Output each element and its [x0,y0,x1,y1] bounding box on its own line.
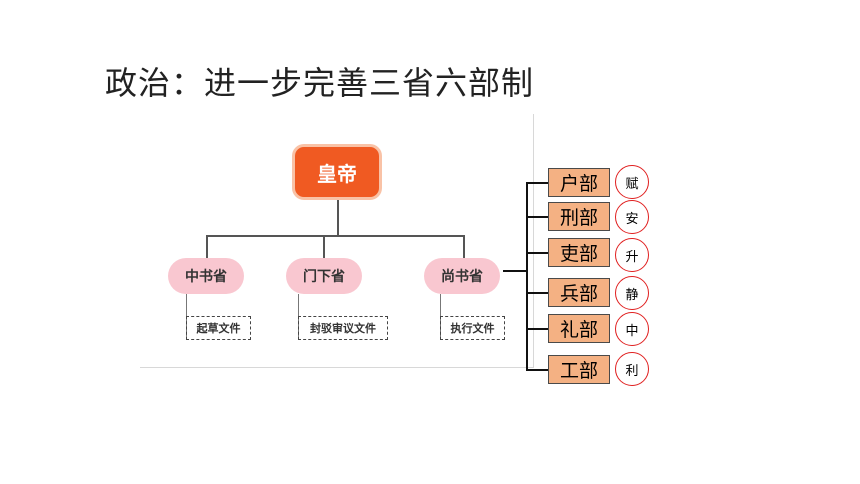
office-menxia: 门下省 [286,258,362,294]
connector-office-3 [463,235,465,259]
dept-li-rites: 礼部 [548,314,610,343]
dept-char-circle: 静 [615,276,649,310]
dept-gong: 工部 [548,355,610,384]
connector-office-1 [206,235,208,259]
dept-bing: 兵部 [548,278,610,307]
connector-office-2 [323,235,325,259]
bracket-tick-6 [526,369,548,371]
divider-horizontal [140,367,533,368]
page-title: 政治：进一步完善三省六部制 [105,64,535,102]
duty-menxia: 封驳审议文件 [298,316,388,340]
bracket-tick-4 [526,292,548,294]
bracket-spine [526,182,528,371]
divider-vertical [533,114,534,368]
connector-offices-bar [206,235,465,237]
bracket-stem [503,270,527,272]
office-shangshu: 尚书省 [424,258,500,294]
bracket-tick-1 [526,182,548,184]
bracket-tick-2 [526,216,548,218]
dept-char-circle: 安 [615,200,649,234]
dept-xing: 刑部 [548,202,610,231]
bracket-tick-5 [526,328,548,330]
dept-char-circle: 升 [615,238,649,272]
duty-zhongshu: 起草文件 [186,316,251,340]
emperor-node: 皇帝 [292,144,382,200]
dept-hu: 户部 [548,168,610,197]
dept-char-circle: 利 [615,352,649,386]
office-zhongshu: 中书省 [168,258,244,294]
dept-li-official: 吏部 [548,238,610,267]
dept-char-circle: 中 [615,312,649,346]
dept-char-circle: 赋 [615,165,649,199]
bracket-tick-3 [526,252,548,254]
connector-emperor-down [337,200,339,236]
duty-shangshu: 执行文件 [440,316,505,340]
